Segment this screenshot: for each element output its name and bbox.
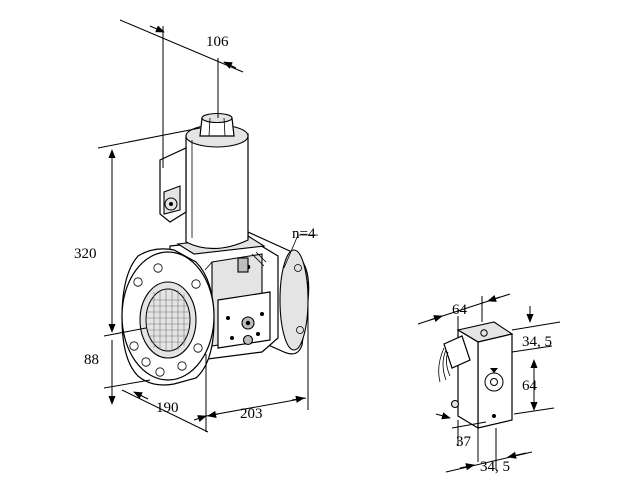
- detail-dim-64-side-label: 64: [522, 378, 538, 394]
- detail-dim-64-top-label: 64: [452, 302, 468, 318]
- dim-106-label: 106: [206, 34, 229, 50]
- main-dimension-lines: [97, 19, 318, 433]
- detail-dimension-lines: [417, 293, 561, 473]
- detail-dim-37-label: 37: [456, 434, 472, 450]
- detail-dim-34-5-bottom-label: 34, 5: [480, 459, 510, 475]
- detail-dimension-labels: 64 34, 5 64 37 34, 5: [452, 302, 552, 475]
- strainer-mesh: [147, 289, 189, 351]
- valve-assembly: [121, 112, 310, 386]
- dim-88-label: 88: [84, 352, 99, 368]
- detail-actuator-view: [438, 321, 514, 430]
- main-dimension-labels: 106 320 88 190 203 n=4: [74, 34, 316, 422]
- solenoid-coil: [159, 112, 249, 250]
- detail-dim-34-5-top-label: 34, 5: [522, 334, 552, 350]
- dim-190-label: 190: [156, 400, 179, 416]
- detail-cable-plug: [438, 335, 471, 383]
- terminal-block: [237, 257, 249, 273]
- bolt-count-label: n=4: [292, 226, 316, 242]
- inlet-flange: [121, 248, 215, 386]
- dim-320-label: 320: [74, 246, 97, 262]
- dim-203-label: 203: [240, 406, 263, 422]
